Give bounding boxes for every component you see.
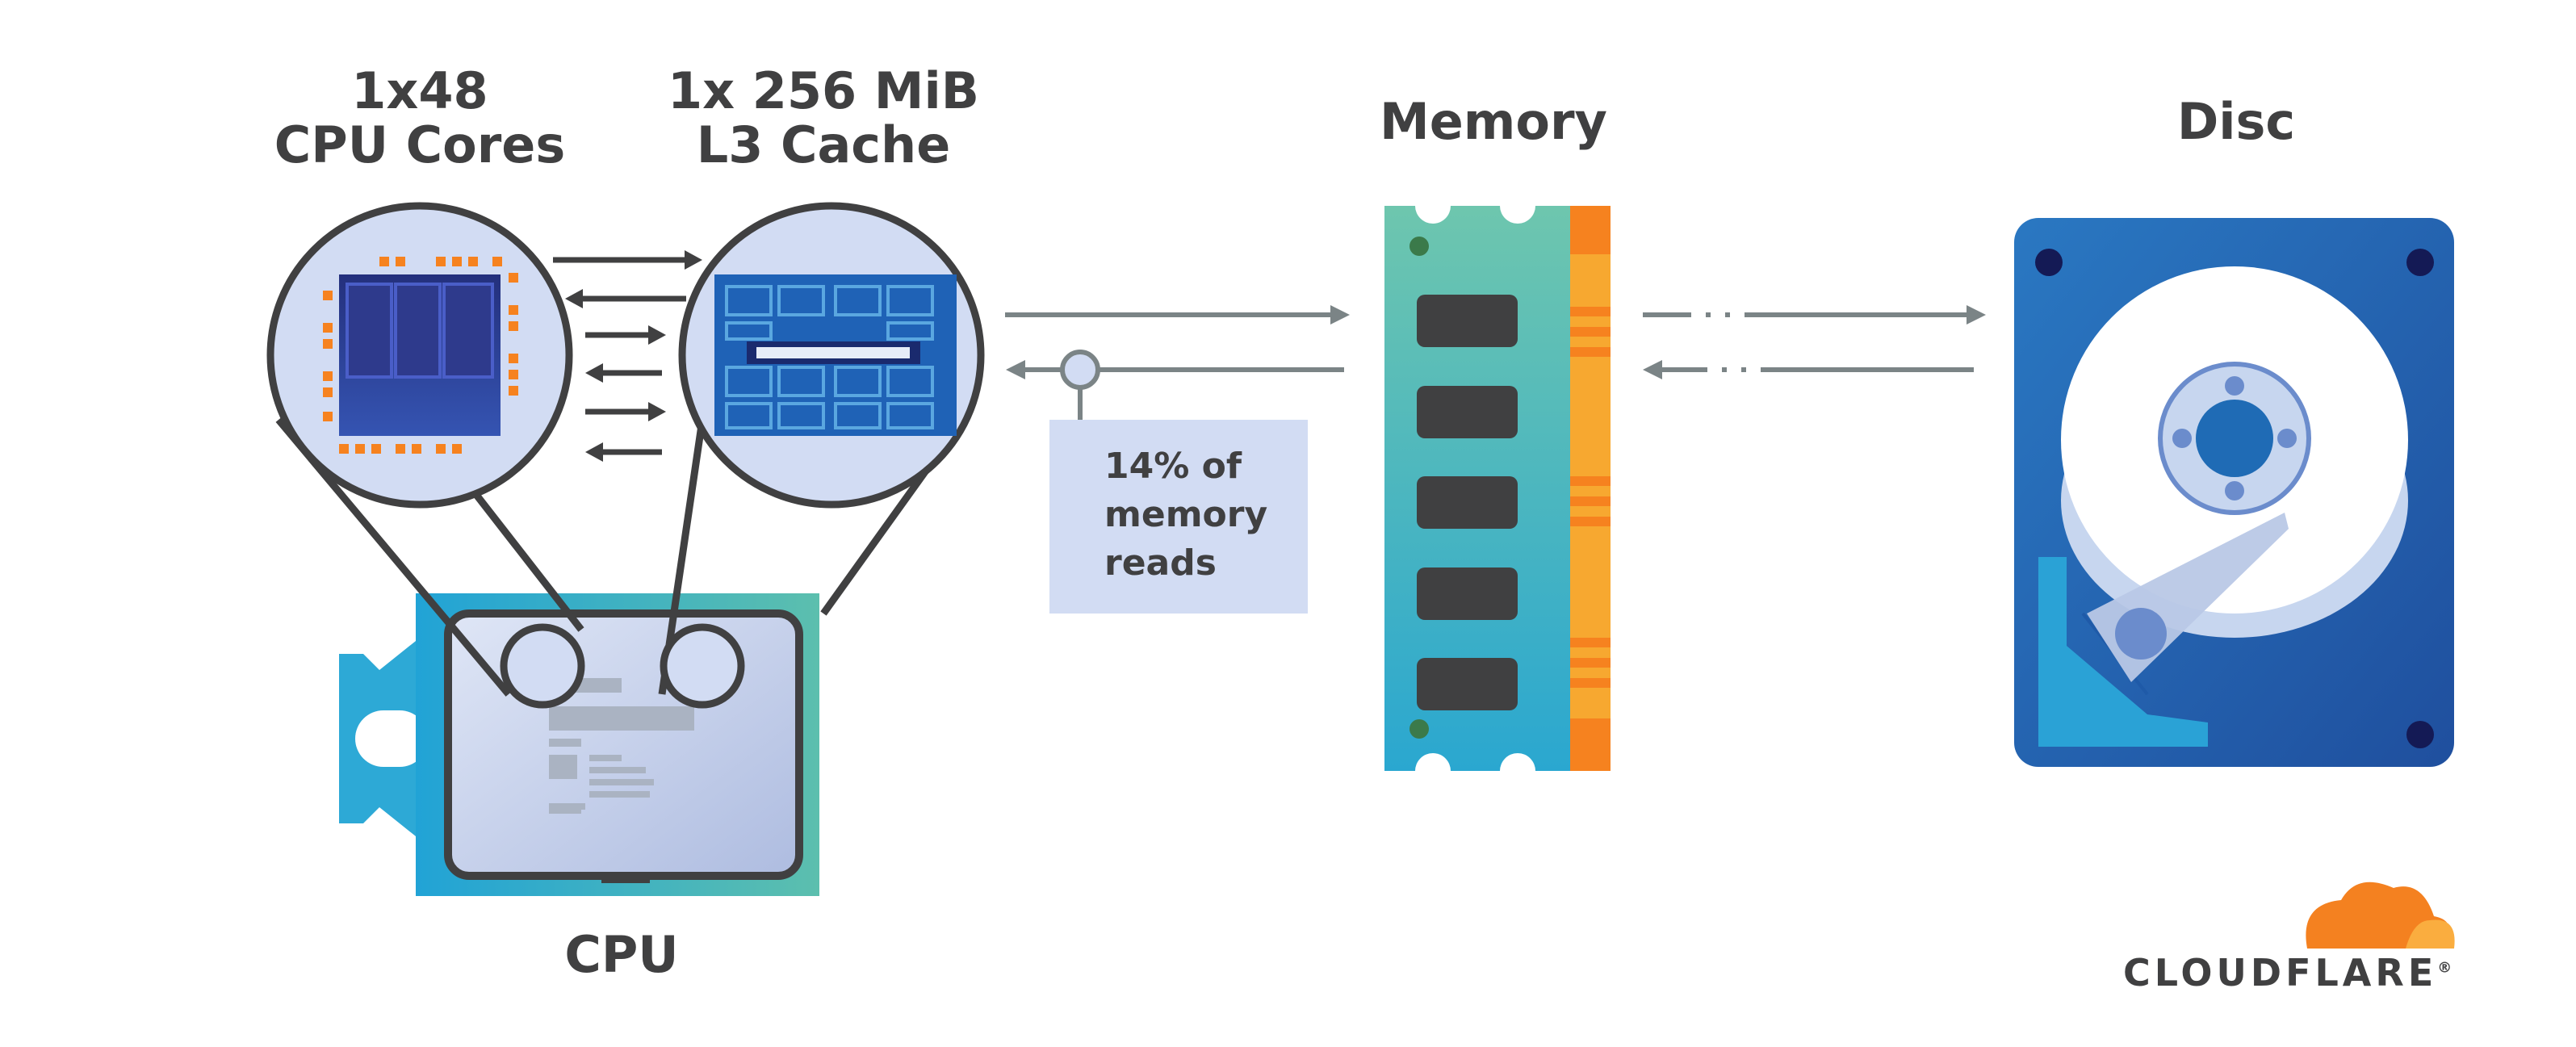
annotation-line-3: reads — [1104, 542, 1217, 584]
cloudflare-cloud-icon — [2306, 882, 2455, 949]
cpu-cache-lens — [660, 623, 745, 709]
l3-cache-title: L3 Cache — [696, 115, 951, 174]
cpu-cores-label: 1x48 CPU Cores — [266, 61, 573, 174]
cpu-cores-count: 1x48 — [351, 61, 488, 120]
hard-disk-icon — [2014, 218, 2454, 767]
cpu-core-lens — [500, 623, 585, 709]
cache-memory-arrows — [1005, 305, 1350, 379]
cloudflare-wordmark: CLOUDFLARE — [2123, 951, 2438, 995]
memory-disc-arrows — [1643, 305, 1986, 379]
annotation-line-1: 14% of — [1104, 446, 1242, 487]
annotation-box — [1049, 420, 1308, 614]
cloudflare-logo: CLOUDFLARE® — [2123, 951, 2462, 995]
l3-cache-label: 1x 256 MiB L3 Cache — [646, 61, 1001, 174]
l3-cache-icon — [678, 202, 985, 509]
cpu-chip-icon — [339, 593, 819, 896]
memory-label: Memory — [1380, 92, 1607, 151]
registered-mark: ® — [2437, 959, 2452, 977]
annotation-text: 14% of memory reads — [1104, 442, 1298, 588]
cpu-die-icon — [266, 202, 573, 509]
memory-module-icon — [1384, 188, 1611, 789]
annotation-line-2: memory — [1104, 494, 1268, 535]
core-cache-arrows — [553, 250, 702, 462]
l3-cache-size: 1x 256 MiB — [668, 61, 979, 120]
cpu-cores-title: CPU Cores — [274, 115, 566, 174]
cpu-label: CPU — [564, 925, 679, 984]
disc-label: Disc — [2176, 92, 2296, 151]
